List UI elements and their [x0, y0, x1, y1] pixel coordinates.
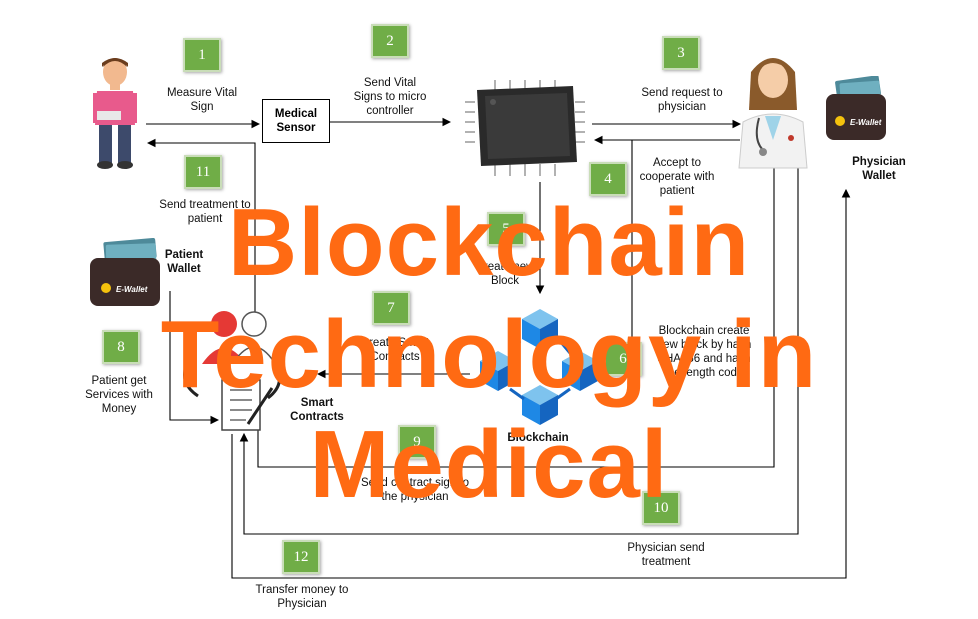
microcontroller-chip-icon: [465, 80, 585, 176]
physician-wallet-label: Physician Wallet: [852, 156, 906, 182]
step-11-badge: 11: [184, 155, 222, 189]
step-3-text: Send request to physician: [641, 87, 723, 113]
step-2-text: Send Vital Signs to micro controller: [353, 77, 427, 117]
blockchain-cubes-icon: [480, 309, 598, 425]
step-12-text: Transfer money to Physician: [255, 584, 349, 610]
step-1-badge: 1: [183, 38, 221, 72]
physician-wallet-ewallet-label: E-Wallet: [850, 118, 882, 127]
step-9-text: Send contract sign to the physician: [360, 477, 470, 503]
step-11-text: Send treatment to patient: [159, 199, 251, 225]
step-10-badge: 10: [642, 491, 680, 525]
step-8-badge: 8: [102, 330, 140, 364]
patient-wallet-icon: E-Wallet: [90, 238, 160, 306]
patient-icon: [93, 58, 137, 169]
overlay-title-line-3: Medical: [309, 411, 669, 518]
step-8-text: Patient get Services with Money: [85, 375, 153, 415]
physician-icon: [738, 58, 808, 169]
patient-wallet-label: Patient Wallet: [164, 249, 204, 275]
step-5-badge: 5: [487, 212, 525, 246]
step-7-badge: 7: [372, 291, 410, 325]
step-2-badge: 2: [371, 24, 409, 58]
overlay-title-line-2: Technology in: [160, 301, 818, 408]
patient-wallet-ewallet-label: E-Wallet: [116, 285, 148, 294]
step-4-text: Accept to cooperate with patient: [639, 157, 715, 197]
smart-contracts-label: Smart Contracts: [290, 397, 344, 423]
step-5-text: Create new Block: [475, 261, 535, 287]
step-9-badge: 9: [398, 425, 436, 459]
overlay-title-line-1: Blockchain: [227, 189, 751, 296]
step-10-text: Physician send treatment: [627, 542, 705, 568]
step-6-badge: 6: [604, 342, 642, 376]
step-3-badge: 3: [662, 36, 700, 70]
smart-contract-icon: [183, 311, 282, 431]
step-4-badge: 4: [589, 162, 627, 196]
blockchain-label: Blockchain: [507, 432, 569, 444]
medical-sensor-label: Medical Sensor: [274, 108, 318, 134]
step-12-badge: 12: [282, 540, 320, 574]
step-6-text: Blockchain create new block by hash SHA2…: [656, 325, 752, 379]
physician-wallet-icon: E-Wallet: [826, 76, 886, 140]
step-7-text: Create Smart Contracts: [360, 337, 430, 363]
medical-sensor-box: Medical Sensor: [262, 99, 330, 143]
step-1-text: Measure Vital Sign: [166, 87, 238, 113]
